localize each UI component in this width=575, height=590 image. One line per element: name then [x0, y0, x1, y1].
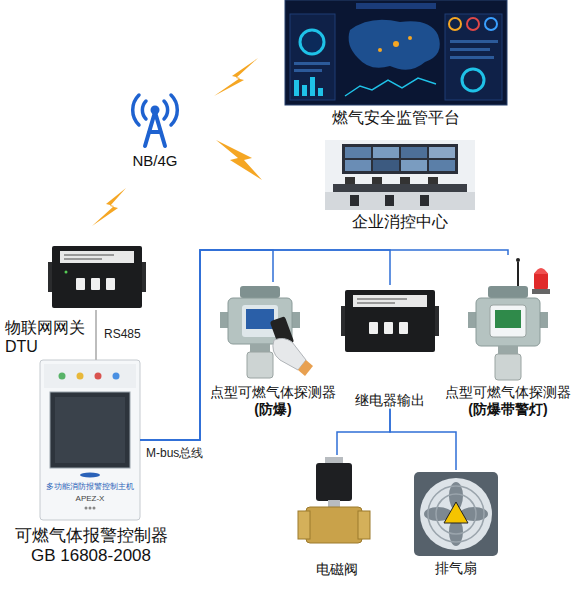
- node-label: 可燃气体报警控制器 GB 16808-2008: [8, 526, 174, 567]
- connector-line: [140, 250, 390, 440]
- relay-box: [341, 290, 439, 352]
- solenoid-valve: 电磁阀: [290, 455, 384, 578]
- alarm-controller: 多功能消防报警控制主机APEZ-X可燃气体报警控制器 GB 16808-2008: [40, 360, 140, 520]
- node-label: 物联网网关 DTU: [5, 318, 91, 356]
- solenoid-valve-picture: [298, 457, 370, 543]
- connector-line: [140, 250, 273, 440]
- device-text: 多功能消防报警控制主机: [40, 482, 140, 492]
- node-label: (防爆): [206, 401, 340, 418]
- node-label: NB/4G: [116, 152, 194, 170]
- control-center: 企业消控中心: [320, 140, 480, 231]
- iot-gateway: 物联网网关 DTU: [52, 244, 142, 310]
- exhaust-fan: 排气扇: [408, 470, 504, 577]
- control-room-photo: [325, 140, 475, 210]
- controller-cabinet: [40, 360, 140, 520]
- gas-detector: 点型可燃气体探测器(防爆): [206, 282, 340, 418]
- connector-line: [95, 310, 97, 360]
- node-label: 点型可燃气体探测器: [206, 384, 340, 401]
- relay-module: 继电器输出: [336, 285, 444, 409]
- gas-detector-beacon-picture: [468, 258, 550, 380]
- gas-detector-beacon: 点型可燃气体探测器(防爆带警灯): [442, 255, 574, 418]
- lightning-bolt: [92, 58, 262, 226]
- node-label: 电磁阀: [290, 561, 384, 578]
- node-label: 企业消控中心: [320, 212, 480, 231]
- antenna-icon: [133, 95, 178, 146]
- exhaust-fan-picture: [414, 472, 498, 556]
- edge-label: RS485: [102, 327, 143, 341]
- model-number: APEZ-X: [40, 494, 140, 504]
- gateway-box: [48, 246, 146, 308]
- dashboard-screen: [285, 0, 507, 105]
- node-label: (防爆带警灯): [442, 401, 574, 418]
- node-label: 燃气安全监管平台: [283, 108, 509, 127]
- antenna-node: NB/4G: [116, 92, 194, 170]
- connector-line: [390, 409, 456, 470]
- node-label: 点型可燃气体探测器: [442, 384, 574, 401]
- connector-line: [140, 250, 508, 440]
- node-label: 继电器输出: [336, 392, 444, 409]
- gas-detector-picture: [220, 286, 313, 378]
- connector-line: [337, 409, 390, 455]
- platform-screen: 燃气安全监管平台: [283, 0, 509, 127]
- node-label: 排气扇: [408, 560, 504, 577]
- bus-label: M-bus总线: [146, 446, 203, 460]
